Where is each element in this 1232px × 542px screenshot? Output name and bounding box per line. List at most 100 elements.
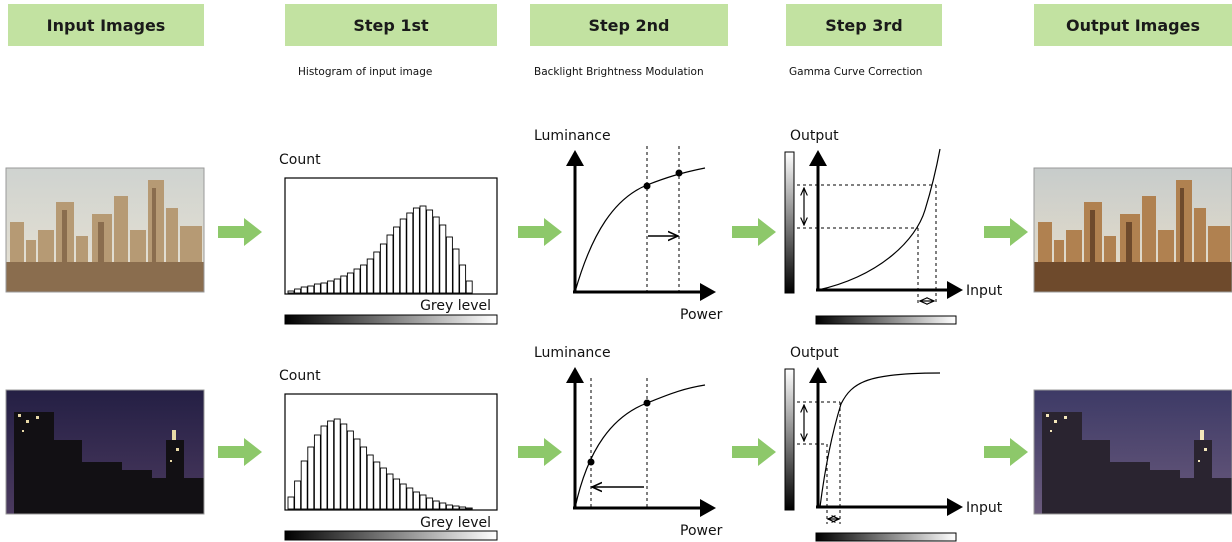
histogram-bar <box>313 283 321 294</box>
histogram-bar <box>412 491 420 510</box>
histogram-bar <box>353 438 361 510</box>
histogram-bar <box>432 500 440 510</box>
gamma-chart-row1: Output Input <box>784 128 1003 325</box>
output-gradient-bar <box>784 368 795 511</box>
flow-arrow-r1-4 <box>984 218 1028 246</box>
gamma-curve <box>819 372 941 508</box>
histogram-bar <box>399 483 407 510</box>
histogram-count-label: Count <box>279 152 321 168</box>
histogram-bar <box>327 420 335 510</box>
output-axis-arrowhead <box>809 367 827 383</box>
histogram-dark: Count Grey level <box>279 368 498 541</box>
subtitle-step-2: Backlight Brightness Modulation <box>534 66 704 78</box>
subtitle-step-3: Gamma Curve Correction <box>789 66 923 78</box>
histogram-bar <box>445 236 453 294</box>
operating-point <box>643 182 651 190</box>
backlight-chart-row1: Luminance Power <box>534 128 723 323</box>
output-city-image-night <box>1033 389 1232 515</box>
input-gradient-bar <box>815 532 957 542</box>
histogram-bar <box>327 280 335 294</box>
flow-arrow-r1-2 <box>518 218 562 246</box>
histogram-bar <box>452 505 460 510</box>
histogram-bar <box>406 212 414 294</box>
histogram-bar <box>320 425 328 510</box>
histogram-bar <box>452 248 460 294</box>
histogram-bar <box>399 218 407 294</box>
grey-level-gradient <box>284 530 498 541</box>
histogram-bar <box>465 507 473 510</box>
output-axis-arrowhead <box>809 150 827 166</box>
histogram-bar <box>373 251 381 294</box>
histogram-bar <box>445 504 453 510</box>
input-axis-arrowhead <box>947 281 963 299</box>
histogram-bar <box>294 288 302 294</box>
header-output-images: Output Images <box>1034 4 1232 46</box>
output-city-image-day <box>1033 167 1232 293</box>
histogram-bar <box>439 224 447 294</box>
flow-arrow-r1-1 <box>218 218 262 246</box>
histogram-bar <box>406 487 414 510</box>
histogram-bar <box>426 497 434 510</box>
histogram-bar <box>346 272 354 294</box>
histogram-bar <box>360 446 368 510</box>
flow-arrow-r2-2 <box>518 438 562 466</box>
histogram-bar <box>373 461 381 510</box>
flow-arrows <box>218 218 1028 466</box>
input-axis-label: Input <box>966 283 1003 299</box>
histogram-bar <box>287 496 295 510</box>
histogram-bar <box>412 207 420 294</box>
histogram-bar <box>432 216 440 294</box>
histogram-bar <box>465 280 473 294</box>
input-axis-arrowhead <box>947 498 963 516</box>
histogram-bar <box>419 494 427 510</box>
input-city-image-day <box>5 167 205 293</box>
histogram-bar <box>353 268 361 294</box>
gamma-curve <box>817 148 941 291</box>
header-input-images: Input Images <box>8 4 204 46</box>
histogram-bar <box>393 478 401 510</box>
power-axis-label: Power <box>680 307 723 323</box>
header-step-3: Step 3rd <box>786 4 942 46</box>
histogram-bars-bright <box>287 205 473 294</box>
power-axis-arrowhead <box>700 283 716 301</box>
histogram-bar <box>379 467 387 510</box>
input-city-image-night <box>5 389 205 515</box>
histogram-bar <box>379 243 387 294</box>
histogram-bar <box>386 234 394 294</box>
subtitle-step-1: Histogram of input image <box>298 66 433 78</box>
header-step-2: Step 2nd <box>530 4 728 46</box>
histogram-bar <box>426 209 434 294</box>
histogram-bar <box>340 275 348 294</box>
flow-arrow-r1-3 <box>732 218 776 246</box>
histogram-bar <box>333 418 341 510</box>
luminance-axis-arrowhead <box>566 150 584 166</box>
histogram-bar <box>419 205 427 294</box>
grey-level-label: Grey level <box>420 515 491 531</box>
histogram-bar <box>459 506 467 510</box>
histogram-bar <box>313 434 321 510</box>
histogram-bar <box>307 285 315 294</box>
input-gradient-bar <box>815 315 957 325</box>
output-gradient-bar <box>784 151 795 294</box>
histogram-bar <box>393 226 401 294</box>
operating-point <box>675 169 683 177</box>
histogram-bar <box>459 264 467 294</box>
header-step-1: Step 1st <box>285 4 497 46</box>
histogram-bar <box>300 286 308 294</box>
luminance-axis-label: Luminance <box>534 345 611 361</box>
histogram-bar <box>320 282 328 294</box>
histogram-bar <box>366 258 374 294</box>
histogram-bar <box>360 264 368 294</box>
histogram-bar <box>346 430 354 510</box>
histogram-bar <box>340 423 348 510</box>
histogram-count-label: Count <box>279 368 321 384</box>
flow-arrow-r2-4 <box>984 438 1028 466</box>
histogram-bar <box>307 446 315 510</box>
output-axis-label: Output <box>790 345 839 361</box>
gamma-chart-row2: Output Input <box>784 345 1003 542</box>
power-axis-label: Power <box>680 523 723 539</box>
luminance-curve <box>574 384 706 509</box>
flow-arrow-r2-3 <box>732 438 776 466</box>
luminance-axis-arrowhead <box>566 367 584 383</box>
